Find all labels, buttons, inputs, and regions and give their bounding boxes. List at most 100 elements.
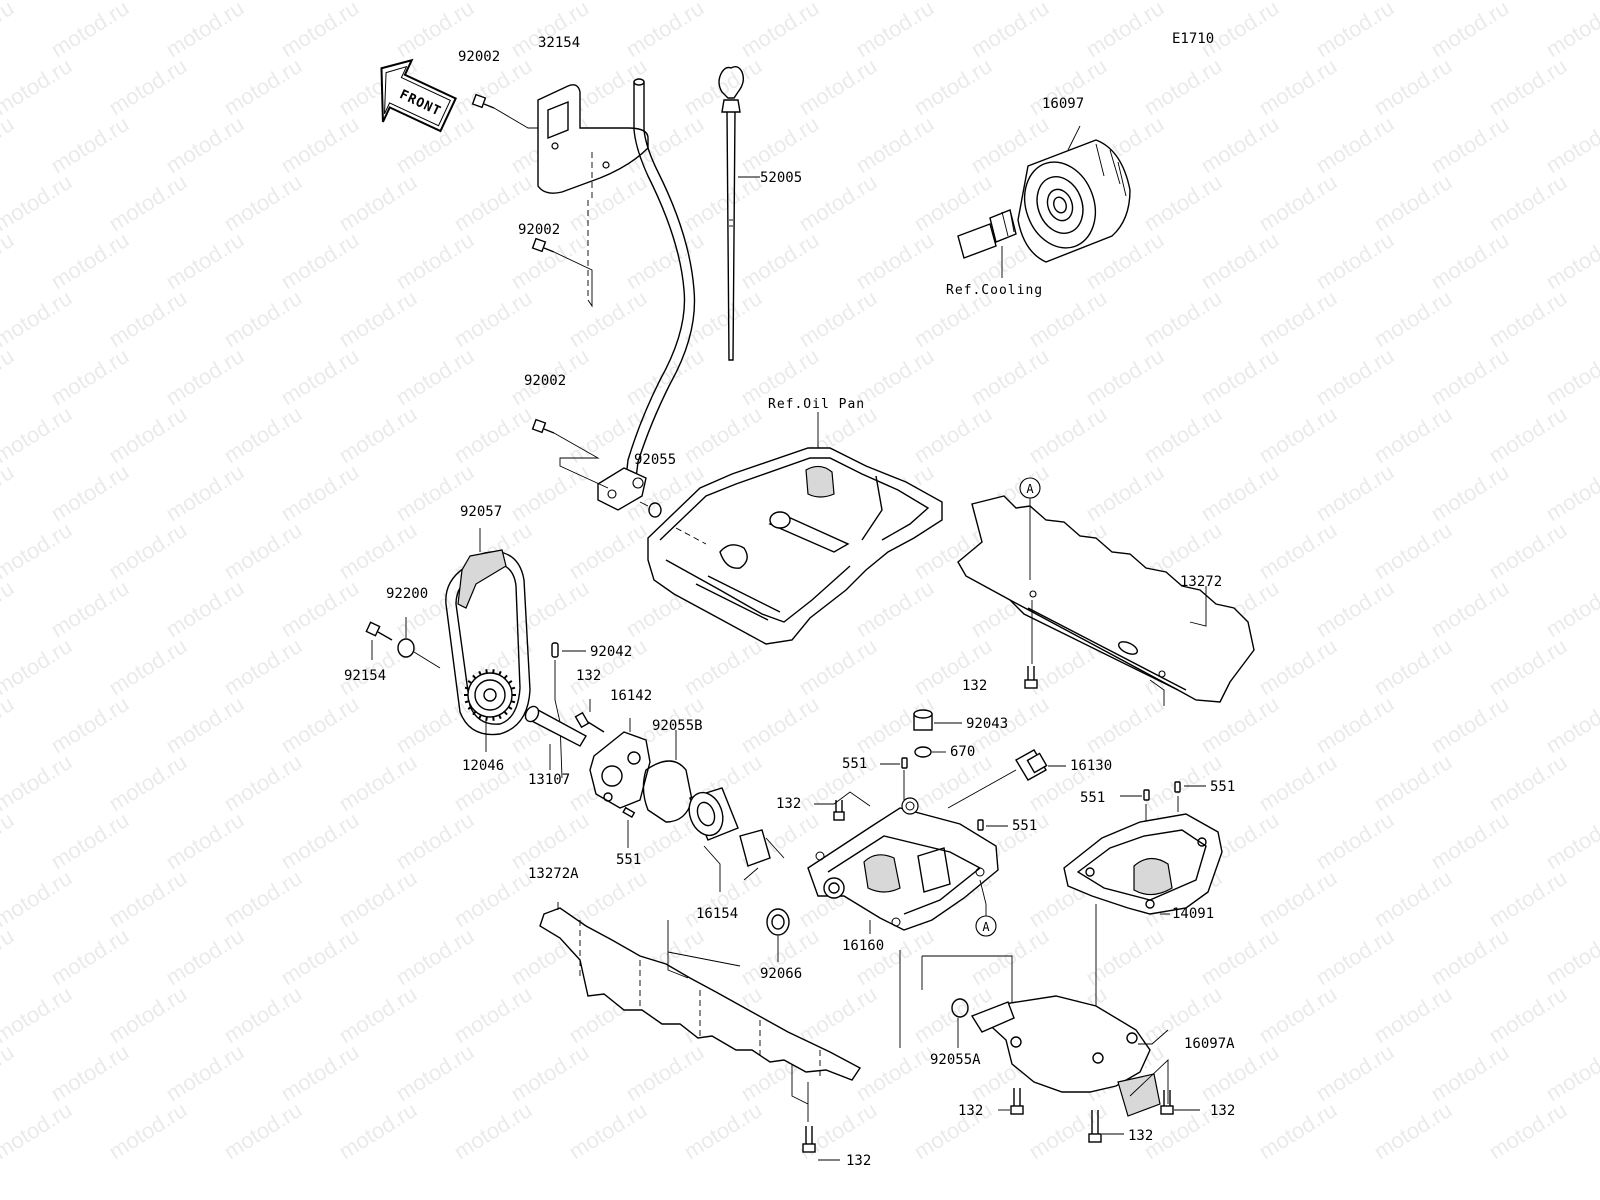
watermark-text: motod.ru bbox=[506, 807, 593, 874]
watermark-text: motod.ru bbox=[161, 691, 248, 758]
watermark-text: motod.ru bbox=[449, 401, 536, 468]
watermark-text: motod.ru bbox=[1369, 169, 1456, 236]
oil-pump-16142 bbox=[589, 731, 651, 809]
watermark-text: motod.ru bbox=[1426, 923, 1513, 990]
watermark-text: motod.ru bbox=[219, 981, 306, 1048]
bolt-92002-low bbox=[531, 418, 555, 434]
watermark-text: motod.ru bbox=[1196, 111, 1283, 178]
baffle-plate-13272 bbox=[957, 495, 1255, 703]
watermark-text: motod.ru bbox=[506, 459, 593, 526]
watermark-text: motod.ru bbox=[1541, 0, 1600, 62]
watermark-text: motod.ru bbox=[1081, 691, 1168, 758]
watermark-text: motod.ru bbox=[736, 227, 823, 294]
watermark-text: motod.ru bbox=[0, 749, 76, 816]
bolt-132-plate bbox=[1024, 666, 1038, 689]
watermark-text: motod.ru bbox=[219, 633, 306, 700]
watermark-text: motod.ru bbox=[966, 343, 1053, 410]
label-13272a: 13272A bbox=[528, 866, 579, 882]
watermark-text: motod.ru bbox=[276, 691, 363, 758]
watermark-text: motod.ru bbox=[1541, 111, 1600, 178]
watermark-text: motod.ru bbox=[104, 1097, 191, 1164]
watermark-text: motod.ru bbox=[449, 981, 536, 1048]
watermark-text: motod.ru bbox=[1369, 865, 1456, 932]
watermark-text: motod.ru bbox=[276, 1039, 363, 1106]
watermark-text: motod.ru bbox=[1484, 401, 1571, 468]
label-92002-b: 92002 bbox=[518, 222, 560, 238]
bolt-132-left bbox=[1010, 1088, 1024, 1115]
watermark-text: motod.ru bbox=[1484, 865, 1571, 932]
label-92042: 92042 bbox=[590, 644, 632, 660]
watermark-text: motod.ru bbox=[1484, 633, 1571, 700]
watermark-text: motod.ru bbox=[1311, 343, 1398, 410]
watermark-text: motod.ru bbox=[1369, 1097, 1456, 1164]
watermark-text: motod.ru bbox=[564, 517, 651, 584]
watermark-text: motod.ru bbox=[161, 111, 248, 178]
watermark-text: motod.ru bbox=[0, 459, 18, 526]
watermark-text: motod.ru bbox=[1484, 981, 1571, 1048]
watermark-text: motod.ru bbox=[1254, 401, 1341, 468]
watermark-text: motod.ru bbox=[449, 865, 536, 932]
watermark-text: motod.ru bbox=[161, 343, 248, 410]
watermark-text: motod.ru bbox=[621, 227, 708, 294]
watermark-text: motod.ru bbox=[851, 575, 938, 642]
watermark-text: motod.ru bbox=[794, 981, 881, 1048]
plug-92066 bbox=[766, 908, 790, 936]
oil-pan bbox=[647, 447, 943, 645]
watermark-text: motod.ru bbox=[1254, 749, 1341, 816]
cooling-fitting bbox=[957, 209, 1017, 259]
gasket-92055b bbox=[642, 760, 693, 823]
watermark-text: motod.ru bbox=[161, 459, 248, 526]
watermark-text: motod.ru bbox=[679, 633, 766, 700]
label-13272: 13272 bbox=[1180, 574, 1222, 590]
dipstick-52005 bbox=[718, 65, 745, 361]
watermark-text: motod.ru bbox=[621, 0, 708, 62]
watermark-text: motod.ru bbox=[449, 285, 536, 352]
label-132-bottom: 132 bbox=[846, 1153, 871, 1169]
watermark-text: motod.ru bbox=[46, 575, 133, 642]
label-132-body: 132 bbox=[776, 796, 801, 812]
label-13107: 13107 bbox=[528, 772, 570, 788]
watermark-text: motod.ru bbox=[161, 923, 248, 990]
label-92055a: 92055A bbox=[930, 1052, 981, 1068]
label-92200: 92200 bbox=[386, 586, 428, 602]
watermark-text: motod.ru bbox=[276, 575, 363, 642]
bolt-132-right bbox=[1160, 1090, 1174, 1115]
sprocket-12046 bbox=[464, 669, 516, 721]
watermark-text: motod.ru bbox=[219, 749, 306, 816]
watermark-text: motod.ru bbox=[679, 169, 766, 236]
watermark-text: motod.ru bbox=[1426, 0, 1513, 62]
watermark-text: motod.ru bbox=[0, 633, 76, 700]
watermark-text: motod.ru bbox=[1426, 343, 1513, 410]
label-551-pump: 551 bbox=[616, 852, 641, 868]
cooler-16097a bbox=[970, 995, 1161, 1117]
watermark-text: motod.ru bbox=[334, 517, 421, 584]
watermark-text: motod.ru bbox=[851, 923, 938, 990]
pin-551-d bbox=[1174, 781, 1181, 793]
watermark-text: motod.ru bbox=[219, 401, 306, 468]
diagram-id: E1710 bbox=[1172, 31, 1214, 47]
watermark-text: motod.ru bbox=[161, 1039, 248, 1106]
watermark-text: motod.ru bbox=[851, 1039, 938, 1106]
oring-92055 bbox=[648, 502, 662, 518]
watermark-text: motod.ru bbox=[0, 343, 18, 410]
watermark-text: motod.ru bbox=[0, 923, 18, 990]
label-551-c: 551 bbox=[1080, 790, 1105, 806]
watermark-text: motod.ru bbox=[104, 401, 191, 468]
watermark-text: motod.ru bbox=[391, 343, 478, 410]
watermark-text: motod.ru bbox=[1484, 517, 1571, 584]
watermark-text: motod.ru bbox=[1311, 459, 1398, 526]
label-16097: 16097 bbox=[1042, 96, 1084, 112]
watermark-text: motod.ru bbox=[564, 285, 651, 352]
watermark-text: motod.ru bbox=[1081, 923, 1168, 990]
watermark-text: motod.ru bbox=[449, 1097, 536, 1164]
watermark-text: motod.ru bbox=[1541, 1039, 1600, 1106]
watermark-text: motod.ru bbox=[46, 1039, 133, 1106]
watermark-text: motod.ru bbox=[621, 343, 708, 410]
watermark-text: motod.ru bbox=[1254, 865, 1341, 932]
watermark-text: motod.ru bbox=[1196, 923, 1283, 990]
watermark-text: motod.ru bbox=[46, 923, 133, 990]
watermark-text: motod.ru bbox=[679, 401, 766, 468]
watermark-text: motod.ru bbox=[0, 865, 76, 932]
watermark-text: motod.ru bbox=[0, 0, 18, 62]
